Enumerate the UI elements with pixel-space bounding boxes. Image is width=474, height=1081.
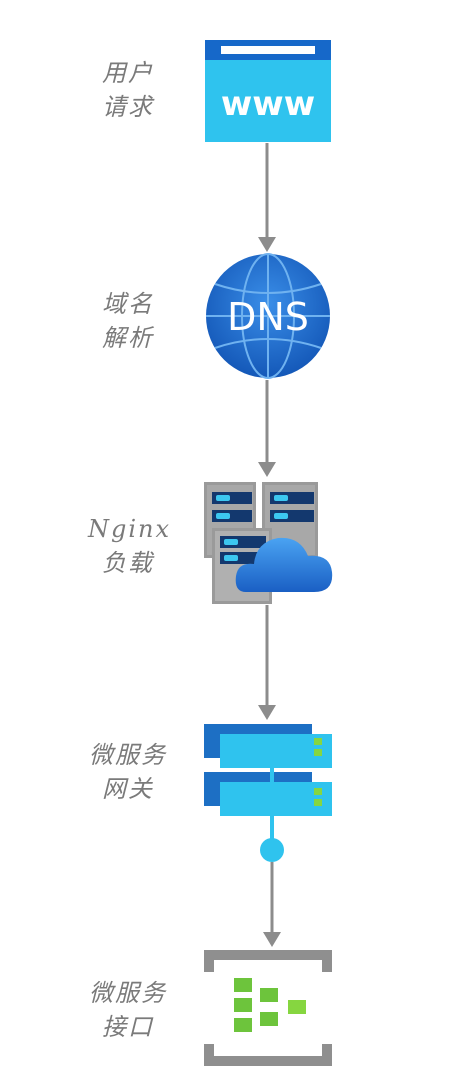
step-label-line1: 域名 (102, 290, 154, 318)
step-label-api: 微服务 接口 (88, 976, 168, 1044)
step-label-line2: 请求 (102, 93, 154, 121)
step-label-line2: 解析 (102, 324, 154, 352)
step-label-dns: 域名 解析 (88, 287, 168, 355)
gateway-server-icon (204, 722, 334, 864)
arrowhead-3 (258, 705, 276, 720)
browser-www-icon: www (205, 40, 331, 142)
server-cloud-icon (204, 480, 334, 606)
step-label-nginx: Nginx 负载 (88, 512, 172, 580)
step-label-line1: 微服务 (89, 741, 167, 769)
arrowhead-4 (263, 932, 281, 947)
step-label-line1: 用户 (102, 59, 154, 87)
step-label-line1: Nginx (88, 515, 172, 543)
dns-text: DNS (227, 295, 309, 339)
step-label-line2: 负载 (102, 549, 154, 577)
step-label-user-request: 用户 请求 (88, 56, 168, 124)
api-endpoint-icon (204, 950, 332, 1066)
arrowhead-2 (258, 462, 276, 477)
step-label-line1: 微服务 (89, 979, 167, 1007)
arrowhead-1 (258, 237, 276, 252)
dns-globe-icon: DNS (205, 252, 331, 380)
step-label-line2: 网关 (102, 775, 154, 803)
step-label-gateway: 微服务 网关 (88, 738, 168, 806)
step-label-line2: 接口 (102, 1013, 154, 1041)
www-text: www (221, 84, 315, 124)
